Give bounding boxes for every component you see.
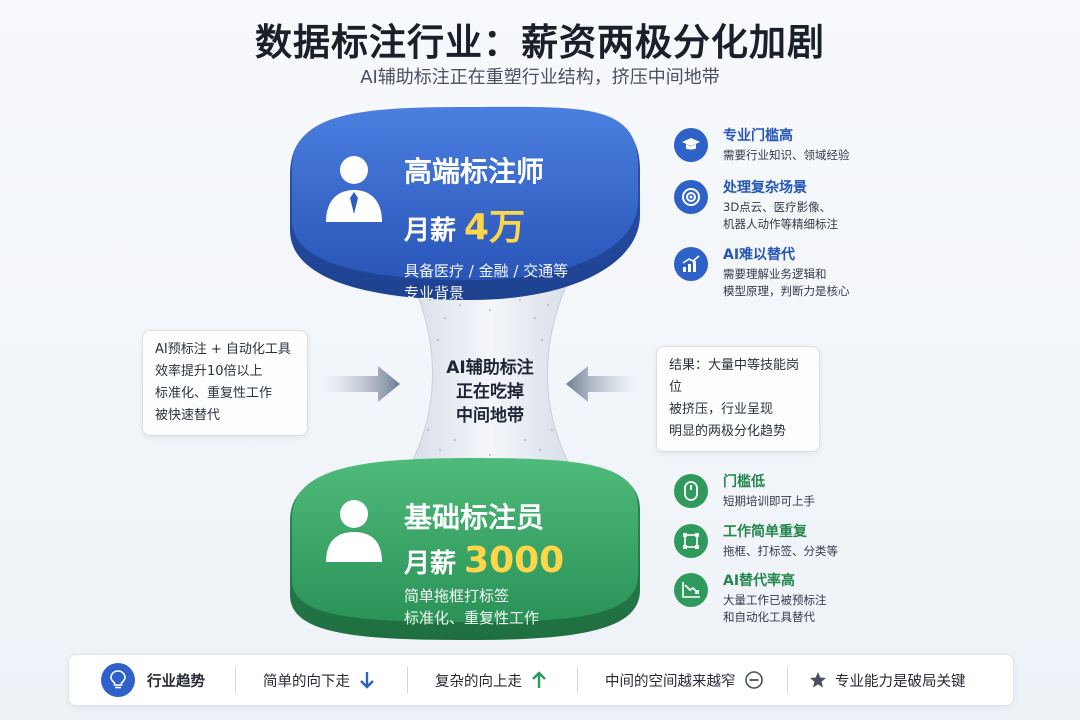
- left-box-line: 效率提升10倍以上: [155, 364, 263, 379]
- feature-desc-line: 和自动化工具替代: [723, 610, 815, 624]
- arrow-down-icon: [360, 671, 374, 689]
- trend-item: 简单的向下走: [263, 655, 374, 705]
- feature-desc-line: 需要行业知识、领域经验: [723, 148, 850, 162]
- divider: [577, 667, 578, 693]
- feature-title: 专业门槛高: [723, 128, 793, 144]
- top-card-desc-line: 专业背景: [404, 284, 465, 302]
- feature-desc-line: 机器人动作等精细标注: [723, 217, 838, 231]
- trend-bar: 行业趋势 简单的向下走 复杂的向上走 中间的空间越来越窄 专业能力是破局关键: [68, 654, 1014, 706]
- feature-item: AI替代率高 大量工作已被预标注 和自动化工具替代: [674, 573, 974, 629]
- middle-line: 中间地带: [456, 406, 524, 426]
- trend-item: 专业能力是破局关键: [809, 655, 966, 705]
- right-box-line: 被挤压，行业呈现: [669, 402, 774, 417]
- feature-title: 门槛低: [723, 474, 765, 490]
- feature-item: 门槛低 短期培训即可上手: [674, 474, 974, 530]
- top-card-title: 高端标注师: [404, 155, 545, 188]
- middle-line: AI辅助标注: [446, 358, 534, 378]
- bottom-card-desc-line: 标准化、重复性工作: [404, 609, 540, 627]
- feature-desc: 短期培训即可上手: [723, 493, 883, 510]
- feature-desc-line: 需要理解业务逻辑和: [723, 267, 827, 281]
- neck-dots: [426, 298, 554, 464]
- feature-item: 处理复杂场景 3D点云、医疗影像、 机器人动作等精细标注: [674, 180, 974, 236]
- person-icon: [326, 500, 382, 562]
- page-subtitle: AI辅助标注正在重塑行业结构，挤压中间地带: [360, 67, 720, 88]
- mouse-icon: [674, 474, 708, 508]
- right-arrow-icon: [566, 366, 640, 402]
- left-box-line: AI预标注 + 自动化工具: [155, 342, 291, 357]
- star-icon: [809, 671, 827, 689]
- bottom-card-desc: 简单拖框打标签 标准化、重复性工作: [404, 585, 564, 629]
- page-title: 数据标注行业：薪资两极分化加剧: [255, 21, 825, 64]
- bounding-box-icon: [674, 524, 708, 558]
- chart-up-icon: [674, 247, 708, 281]
- feature-title: AI替代率高: [723, 573, 796, 589]
- feature-desc: 3D点云、医疗影像、 机器人动作等精细标注: [723, 199, 883, 233]
- trend-item-text: 中间的空间越来越窄: [605, 673, 736, 690]
- graduation-cap-icon: [674, 128, 708, 162]
- top-card-salary-value: 4万: [464, 207, 526, 248]
- feature-item: 工作简单重复 拖框、打标签、分类等: [674, 524, 974, 580]
- middle-line: 正在吃掉: [456, 382, 524, 402]
- arrow-up-icon: [532, 671, 546, 689]
- lightbulb-icon: [101, 663, 135, 697]
- trend-item-text: 专业能力是破局关键: [835, 673, 966, 690]
- bottom-card-desc-line: 简单拖框打标签: [404, 587, 510, 605]
- feature-title: 工作简单重复: [723, 524, 807, 540]
- trend-item-text: 复杂的向上走: [435, 673, 522, 690]
- target-icon: [674, 180, 708, 214]
- feature-item: AI难以替代 需要理解业务逻辑和 模型原理，判断力是核心: [674, 247, 974, 303]
- top-card-desc: 具备医疗 / 金融 / 交通等 专业背景: [404, 260, 568, 304]
- feature-desc: 拖框、打标签、分类等: [723, 543, 883, 560]
- middle-label: AI辅助标注 正在吃掉 中间地带: [410, 356, 570, 428]
- right-box-line: 明显的两极分化趋势: [669, 424, 787, 439]
- divider: [235, 667, 236, 693]
- feature-title: AI难以替代: [723, 247, 796, 263]
- right-info-box: 结果：大量中等技能岗位 被挤压，行业呈现 明显的两极分化趋势: [656, 346, 820, 452]
- feature-desc-line: 模型原理，判断力是核心: [723, 284, 850, 298]
- feature-title: 处理复杂场景: [723, 180, 807, 196]
- feature-desc-line: 3D点云、医疗影像、: [723, 200, 832, 214]
- bottom-card-salary-label: 月薪: [404, 549, 457, 579]
- top-card-desc-line: 具备医疗 / 金融 / 交通等: [404, 262, 569, 280]
- trend-item-text: 简单的向下走: [263, 673, 350, 690]
- minus-circle-icon: [744, 670, 764, 690]
- bottom-card-salary-value: 3000: [464, 540, 565, 581]
- left-box-line: 被快速替代: [155, 408, 221, 423]
- feature-desc-line: 大量工作已被预标注: [723, 593, 827, 607]
- trend-label: 行业趋势: [147, 673, 205, 690]
- feature-desc: 大量工作已被预标注 和自动化工具替代: [723, 592, 883, 626]
- divider: [787, 667, 788, 693]
- trend-label-group: 行业趋势: [101, 655, 205, 705]
- feature-desc-line: 拖框、打标签、分类等: [723, 544, 838, 558]
- top-blob-face: [292, 106, 638, 280]
- top-card-salary-label: 月薪: [404, 216, 457, 246]
- left-box-line: 标准化、重复性工作: [155, 386, 273, 401]
- feature-desc-line: 短期培训即可上手: [723, 494, 815, 508]
- trend-item: 复杂的向上走: [435, 655, 546, 705]
- feature-desc: 需要行业知识、领域经验: [723, 147, 883, 164]
- bottom-card-title: 基础标注员: [404, 501, 545, 534]
- person-tie-icon: [326, 156, 382, 222]
- feature-item: 专业门槛高 需要行业知识、领域经验: [674, 128, 974, 184]
- feature-desc: 需要理解业务逻辑和 模型原理，判断力是核心: [723, 266, 883, 300]
- right-box-line: 结果：大量中等技能岗位: [669, 358, 800, 395]
- left-arrow-icon: [320, 366, 400, 402]
- divider: [407, 667, 408, 693]
- bottom-blob-face: [292, 458, 638, 622]
- chart-down-icon: [674, 573, 708, 607]
- trend-item: 中间的空间越来越窄: [605, 655, 764, 705]
- left-info-box: AI预标注 + 自动化工具 效率提升10倍以上 标准化、重复性工作 被快速替代: [142, 330, 308, 436]
